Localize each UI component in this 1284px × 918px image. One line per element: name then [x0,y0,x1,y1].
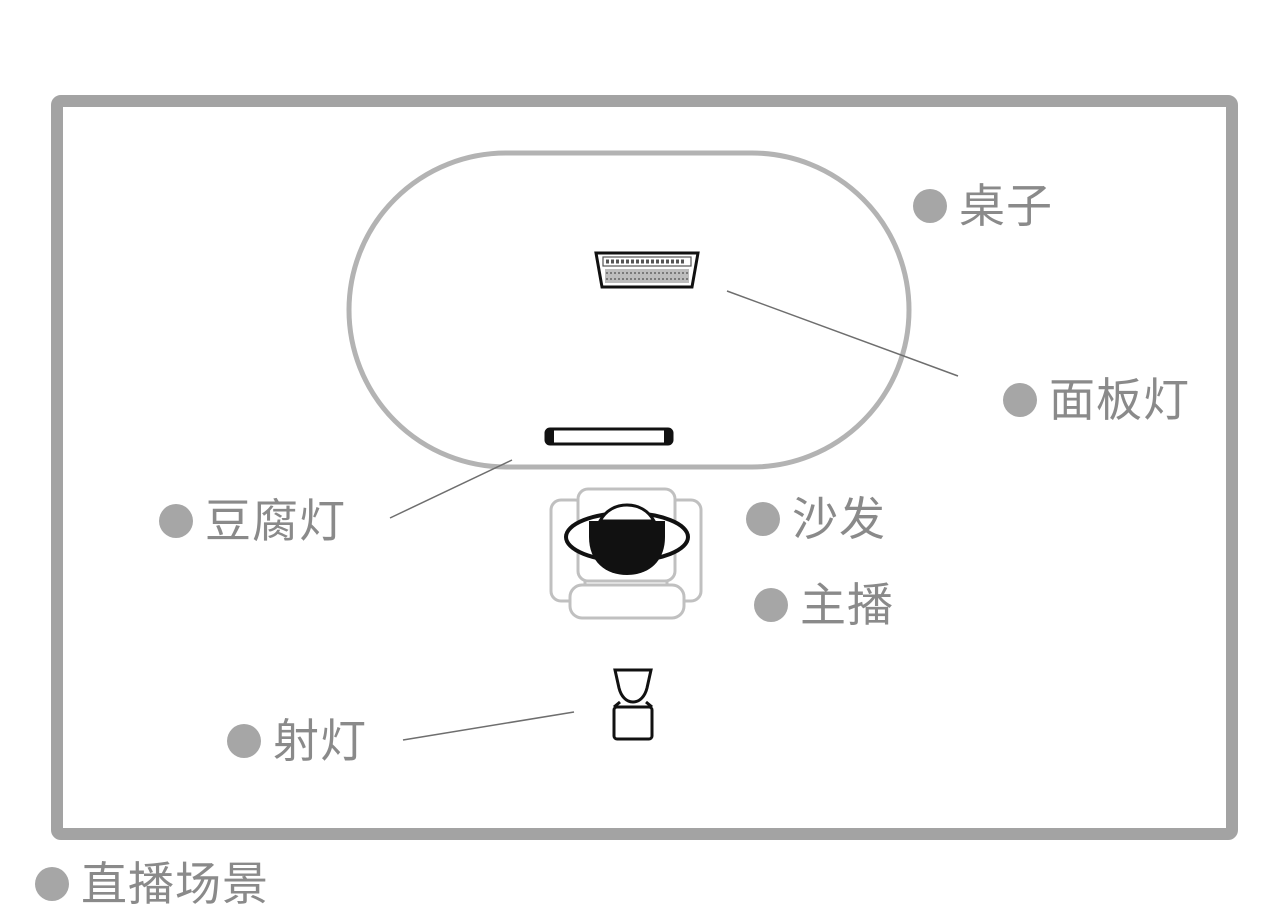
label-spotlight-text: 射灯 [273,714,367,768]
spotlight-icon [612,668,654,741]
label-dot [746,502,780,536]
leader-line-spotlight [402,711,575,741]
label-spotlight: 射灯 [227,718,367,764]
label-table: 桌子 [913,183,1053,229]
table-shape [346,150,912,470]
label-table-text: 桌子 [959,179,1053,233]
panel-light-icon [594,251,700,289]
label-dot [913,189,947,223]
label-sofa-text: 沙发 [792,492,886,546]
label-dot [35,867,69,901]
label-dot [159,504,193,538]
label-sofa: 沙发 [746,496,886,542]
label-dot [754,588,788,622]
label-tube-light-text: 豆腐灯 [205,494,346,548]
label-dot [227,724,261,758]
label-host: 主播 [754,582,894,628]
leader-line-panel-light [726,290,959,377]
label-host-text: 主播 [800,578,894,632]
leader-line-tube-light [389,459,513,519]
label-tube-light: 豆腐灯 [159,498,346,544]
room-border [51,95,1238,840]
tube-light-icon [544,427,674,446]
label-scene-text: 直播场景 [81,857,269,911]
label-panel-light-text: 面板灯 [1049,373,1190,427]
label-panel-light: 面板灯 [1003,377,1190,423]
label-scene: 直播场景 [35,861,269,907]
host-icon [564,503,690,575]
label-dot [1003,383,1037,417]
